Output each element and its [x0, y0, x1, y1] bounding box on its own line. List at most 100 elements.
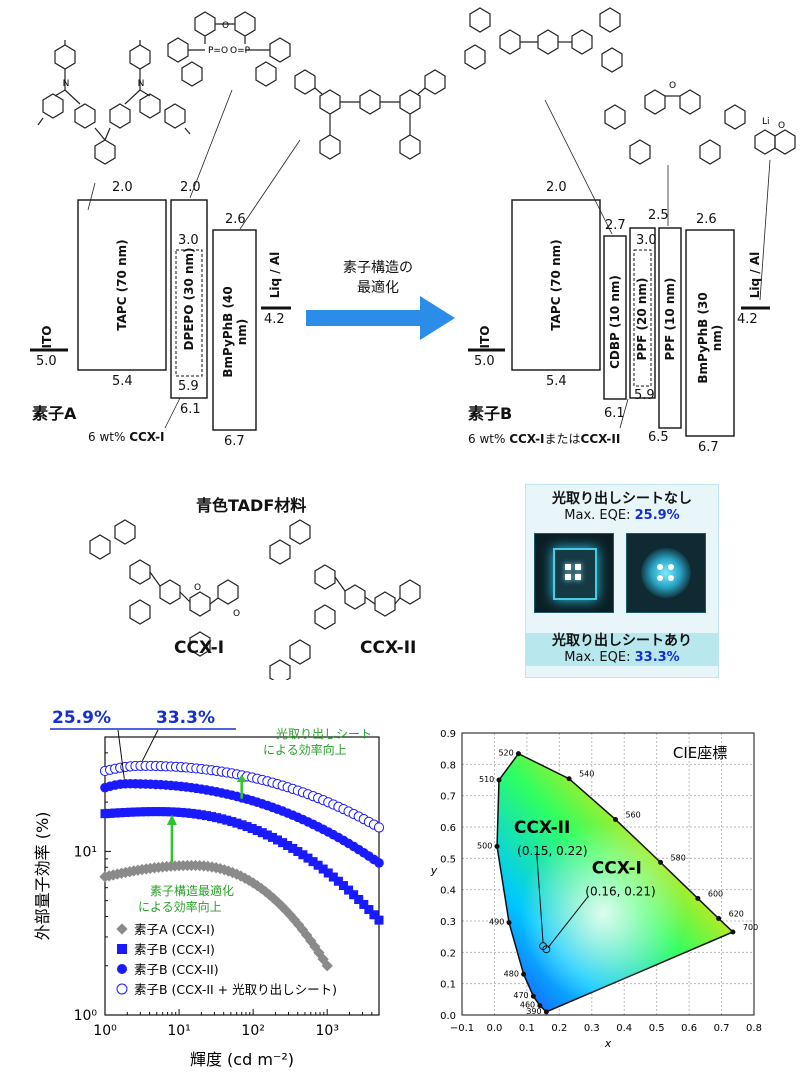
eqe-point — [273, 835, 283, 845]
eqe-struct-arrowhead — [166, 814, 177, 825]
cie-xtick-label: 0.1 — [519, 1023, 535, 1034]
eqe-point — [373, 822, 385, 833]
cie-wavelength-marker — [506, 920, 512, 926]
cie-wavelength-label: 560 — [625, 810, 640, 819]
eqe-point — [328, 872, 338, 882]
device-b-diagram — [468, 99, 771, 437]
svg-text:Li: Li — [762, 117, 770, 127]
cie-xtick-label: 0.2 — [551, 1023, 567, 1034]
dpepo-label: DPEPO (30 nm) — [182, 247, 196, 351]
b-ppf-lumo-value: 2.5 — [648, 208, 669, 223]
cie-wavelength-marker — [658, 859, 664, 865]
ccx-ii-name: CCX-II — [360, 638, 417, 658]
b-liq-al-workfunction: 4.2 — [737, 312, 758, 327]
eqe-point — [156, 807, 166, 817]
cie-wavelength-label: 460 — [520, 1001, 535, 1010]
eqe-point — [110, 808, 120, 818]
eqe-series-2 — [100, 778, 384, 868]
cie-leader-ccx-i — [547, 895, 589, 948]
b-tapc-label: TAPC (70 nm) — [549, 239, 563, 331]
eqe-annotation-struct-1: 素子構造最適化 — [150, 883, 234, 898]
b-ppf-inner-lumo-value: 3.0 — [636, 233, 657, 248]
bmpyphb-homo-value: 6.7 — [224, 434, 245, 449]
ito-label: ITO — [40, 325, 54, 349]
dpepo-dopant-box — [175, 249, 203, 377]
bmpyphb-label: BmPyPhB (40 nm) — [221, 286, 249, 378]
cie-xtick-label: 0.4 — [616, 1023, 632, 1034]
b-ito-workfunction: 5.0 — [474, 354, 495, 369]
cie-wavelength-label: 540 — [579, 770, 594, 779]
eqe-point — [222, 815, 232, 825]
cie-wavelength-label: 480 — [504, 969, 519, 978]
eqe-point — [217, 814, 227, 824]
dpepo-layer — [170, 199, 208, 399]
cie-wavelength-marker — [543, 1009, 549, 1015]
cie-wavelength-marker — [537, 1003, 543, 1009]
cie-wavelength-label: 390 — [526, 1007, 541, 1016]
dpepo-homo-value: 6.1 — [180, 402, 201, 417]
device-a-dopant-note: 6 wt% CCX-I — [88, 430, 165, 444]
eqe-point — [105, 808, 115, 818]
svg-text:O=P: O=P — [230, 46, 251, 56]
eqe-point — [237, 820, 247, 830]
materials-title: 青色TADF材料 — [196, 496, 307, 515]
cie-label-ccx-ii: CCX-II — [514, 818, 570, 838]
ito-workfunction: 5.0 — [36, 354, 57, 369]
eqe-point — [293, 847, 303, 857]
cie-title: CIE座標 — [673, 744, 727, 762]
ppf-molecule-icon — [604, 89, 746, 165]
ccx-ii-structure-icon — [269, 519, 421, 680]
b-liq-al-label: Liq / Al — [748, 251, 762, 299]
b-cdbp-label: CDBP (10 nm) — [608, 275, 622, 369]
photo-bottom-caption: 光取り出しシートあり Max. EQE: 33.3% — [526, 633, 718, 666]
eqe-point — [186, 808, 196, 818]
cie-wavelength-marker — [521, 971, 527, 977]
eqe-point — [344, 885, 354, 895]
eqe-point — [207, 812, 217, 822]
svg-text:N: N — [138, 79, 145, 89]
eqe-point — [136, 807, 146, 817]
b-bmpyphb-label: BmPyPhB (30 nm) — [696, 292, 724, 384]
eqe-point — [130, 807, 140, 817]
eqe-legend: 素子A (CCX-I)素子B (CCX-I)素子B (CCX-II)素子B (C… — [116, 922, 337, 997]
b-ppf-inner-homo-value: 5.9 — [634, 388, 655, 403]
cie-coords-ccx-i: (0.16, 0.21) — [585, 885, 655, 899]
device-photos-panel: 光取り出しシートなし Max. EQE: 25.9% 光取り出しシートあり Ma… — [525, 484, 719, 678]
cie-white-region — [497, 753, 733, 1012]
legend-label: 素子A (CCX-I) — [134, 922, 215, 937]
eqe-point — [232, 818, 242, 828]
eqe-point — [318, 864, 328, 874]
cie-wavelength-marker — [496, 777, 502, 783]
eqe-point — [359, 899, 369, 909]
dpepo-inner-lumo-value: 3.0 — [178, 233, 199, 248]
legend-label: 素子B (CCX-I) — [134, 942, 215, 957]
eqe-annotation-struct-2: による効率向上 — [138, 899, 222, 914]
b-cdbp-homo-value: 6.1 — [604, 406, 625, 421]
cie-wavelength-marker — [494, 843, 500, 849]
cie-ytick-label: 0.2 — [440, 948, 456, 959]
eqe-point — [308, 857, 318, 867]
bmpyphb-molecule-icon — [294, 69, 446, 160]
eqe-point — [176, 807, 186, 817]
cie-ytick-label: 0.7 — [440, 792, 456, 803]
svg-text:P=O: P=O — [208, 46, 228, 56]
cie-ytick-label: 0.9 — [440, 729, 456, 740]
eqe-sheet-arrowhead — [236, 774, 247, 783]
eqe-annotation-sheet-1: 光取り出しシート — [276, 727, 372, 741]
cie-ytick-label: 0.0 — [440, 1011, 456, 1022]
eqe-xtick-label: 10¹ — [167, 1023, 190, 1039]
eqe-xlabel: 輝度 (cd m⁻²) — [190, 1050, 294, 1069]
bmpyphb-lumo-value: 2.6 — [225, 212, 246, 227]
eqe-ylabel: 外部量子効率 (%) — [33, 812, 52, 941]
eqe-xtick-label: 10² — [241, 1023, 264, 1039]
eqe-point — [115, 808, 125, 818]
eqe-point — [288, 843, 298, 853]
b-tapc-homo-value: 5.4 — [546, 374, 567, 389]
cie-wavelength-label: 500 — [477, 841, 492, 850]
eqe-annotation-sheet-2: による効率向上 — [263, 742, 347, 757]
svg-text:O: O — [233, 609, 240, 619]
b-ppf20-label: PPF (20 nm) — [635, 277, 649, 361]
eqe-point — [100, 809, 110, 819]
eqe-point — [257, 828, 267, 838]
optimization-label: 素子構造の 最適化 — [343, 260, 413, 296]
